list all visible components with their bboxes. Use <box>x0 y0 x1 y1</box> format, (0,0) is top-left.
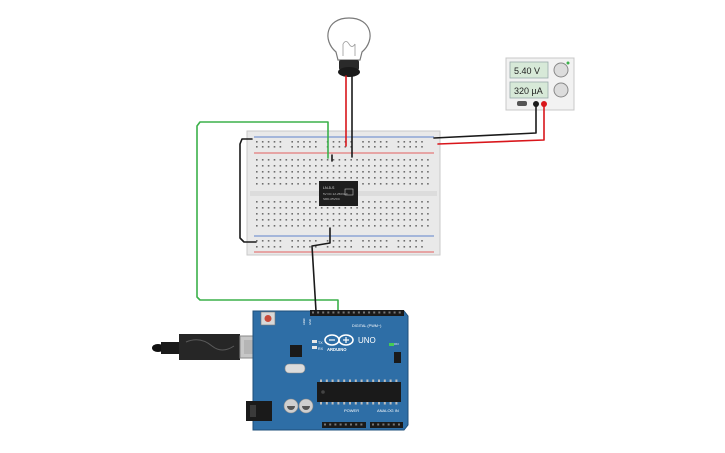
analog-header[interactable] <box>370 422 403 428</box>
rx-label: RX <box>318 347 324 351</box>
digital-header[interactable] <box>310 310 404 316</box>
current-knob[interactable] <box>553 82 569 98</box>
aref-label: AREF <box>302 318 306 325</box>
ground-wire-black[interactable] <box>311 227 331 312</box>
voltage-knob[interactable] <box>553 62 569 78</box>
microcontroller-chip <box>317 382 401 402</box>
current-display: 320 µA <box>514 86 543 96</box>
tx-label: TX <box>318 341 323 345</box>
arduino-uno[interactable]: TX RX ARDUINO UNO DIGITAL (PWM~) ON <box>246 310 409 431</box>
on-label: ON <box>394 342 399 346</box>
relay-module[interactable]: LN-5-S 5V DC 2A 250VAC SRD-05VDC <box>319 181 358 206</box>
power-label: POWER <box>344 408 359 413</box>
wires[interactable] <box>196 75 545 312</box>
relay-label-3: SRD-05VDC <box>323 197 341 201</box>
voltage-display: 5.40 V <box>514 66 540 76</box>
relay-label-1: LN-5-S <box>323 186 335 190</box>
light-bulb[interactable] <box>327 17 371 77</box>
gnd-label: GND <box>308 319 312 325</box>
supply-wire-black[interactable] <box>433 103 537 139</box>
digital-label: DIGITAL (PWM~) <box>352 324 382 328</box>
power-jack[interactable] <box>246 401 272 421</box>
arduino-logo <box>324 334 354 346</box>
power-header[interactable] <box>322 422 366 428</box>
supply-wire-red[interactable] <box>437 103 545 145</box>
breadboard-holes[interactable] <box>256 141 429 248</box>
power-supply[interactable]: 5.40 V 320 µA <box>505 57 575 111</box>
arduino-brand: ARDUINO <box>327 347 347 352</box>
arduino-model: UNO <box>358 336 376 345</box>
rail-jumper-black[interactable] <box>239 138 257 243</box>
relay-label-2: 5V DC 2A 250VAC <box>323 192 349 196</box>
analog-label: ANALOG IN <box>377 408 399 413</box>
